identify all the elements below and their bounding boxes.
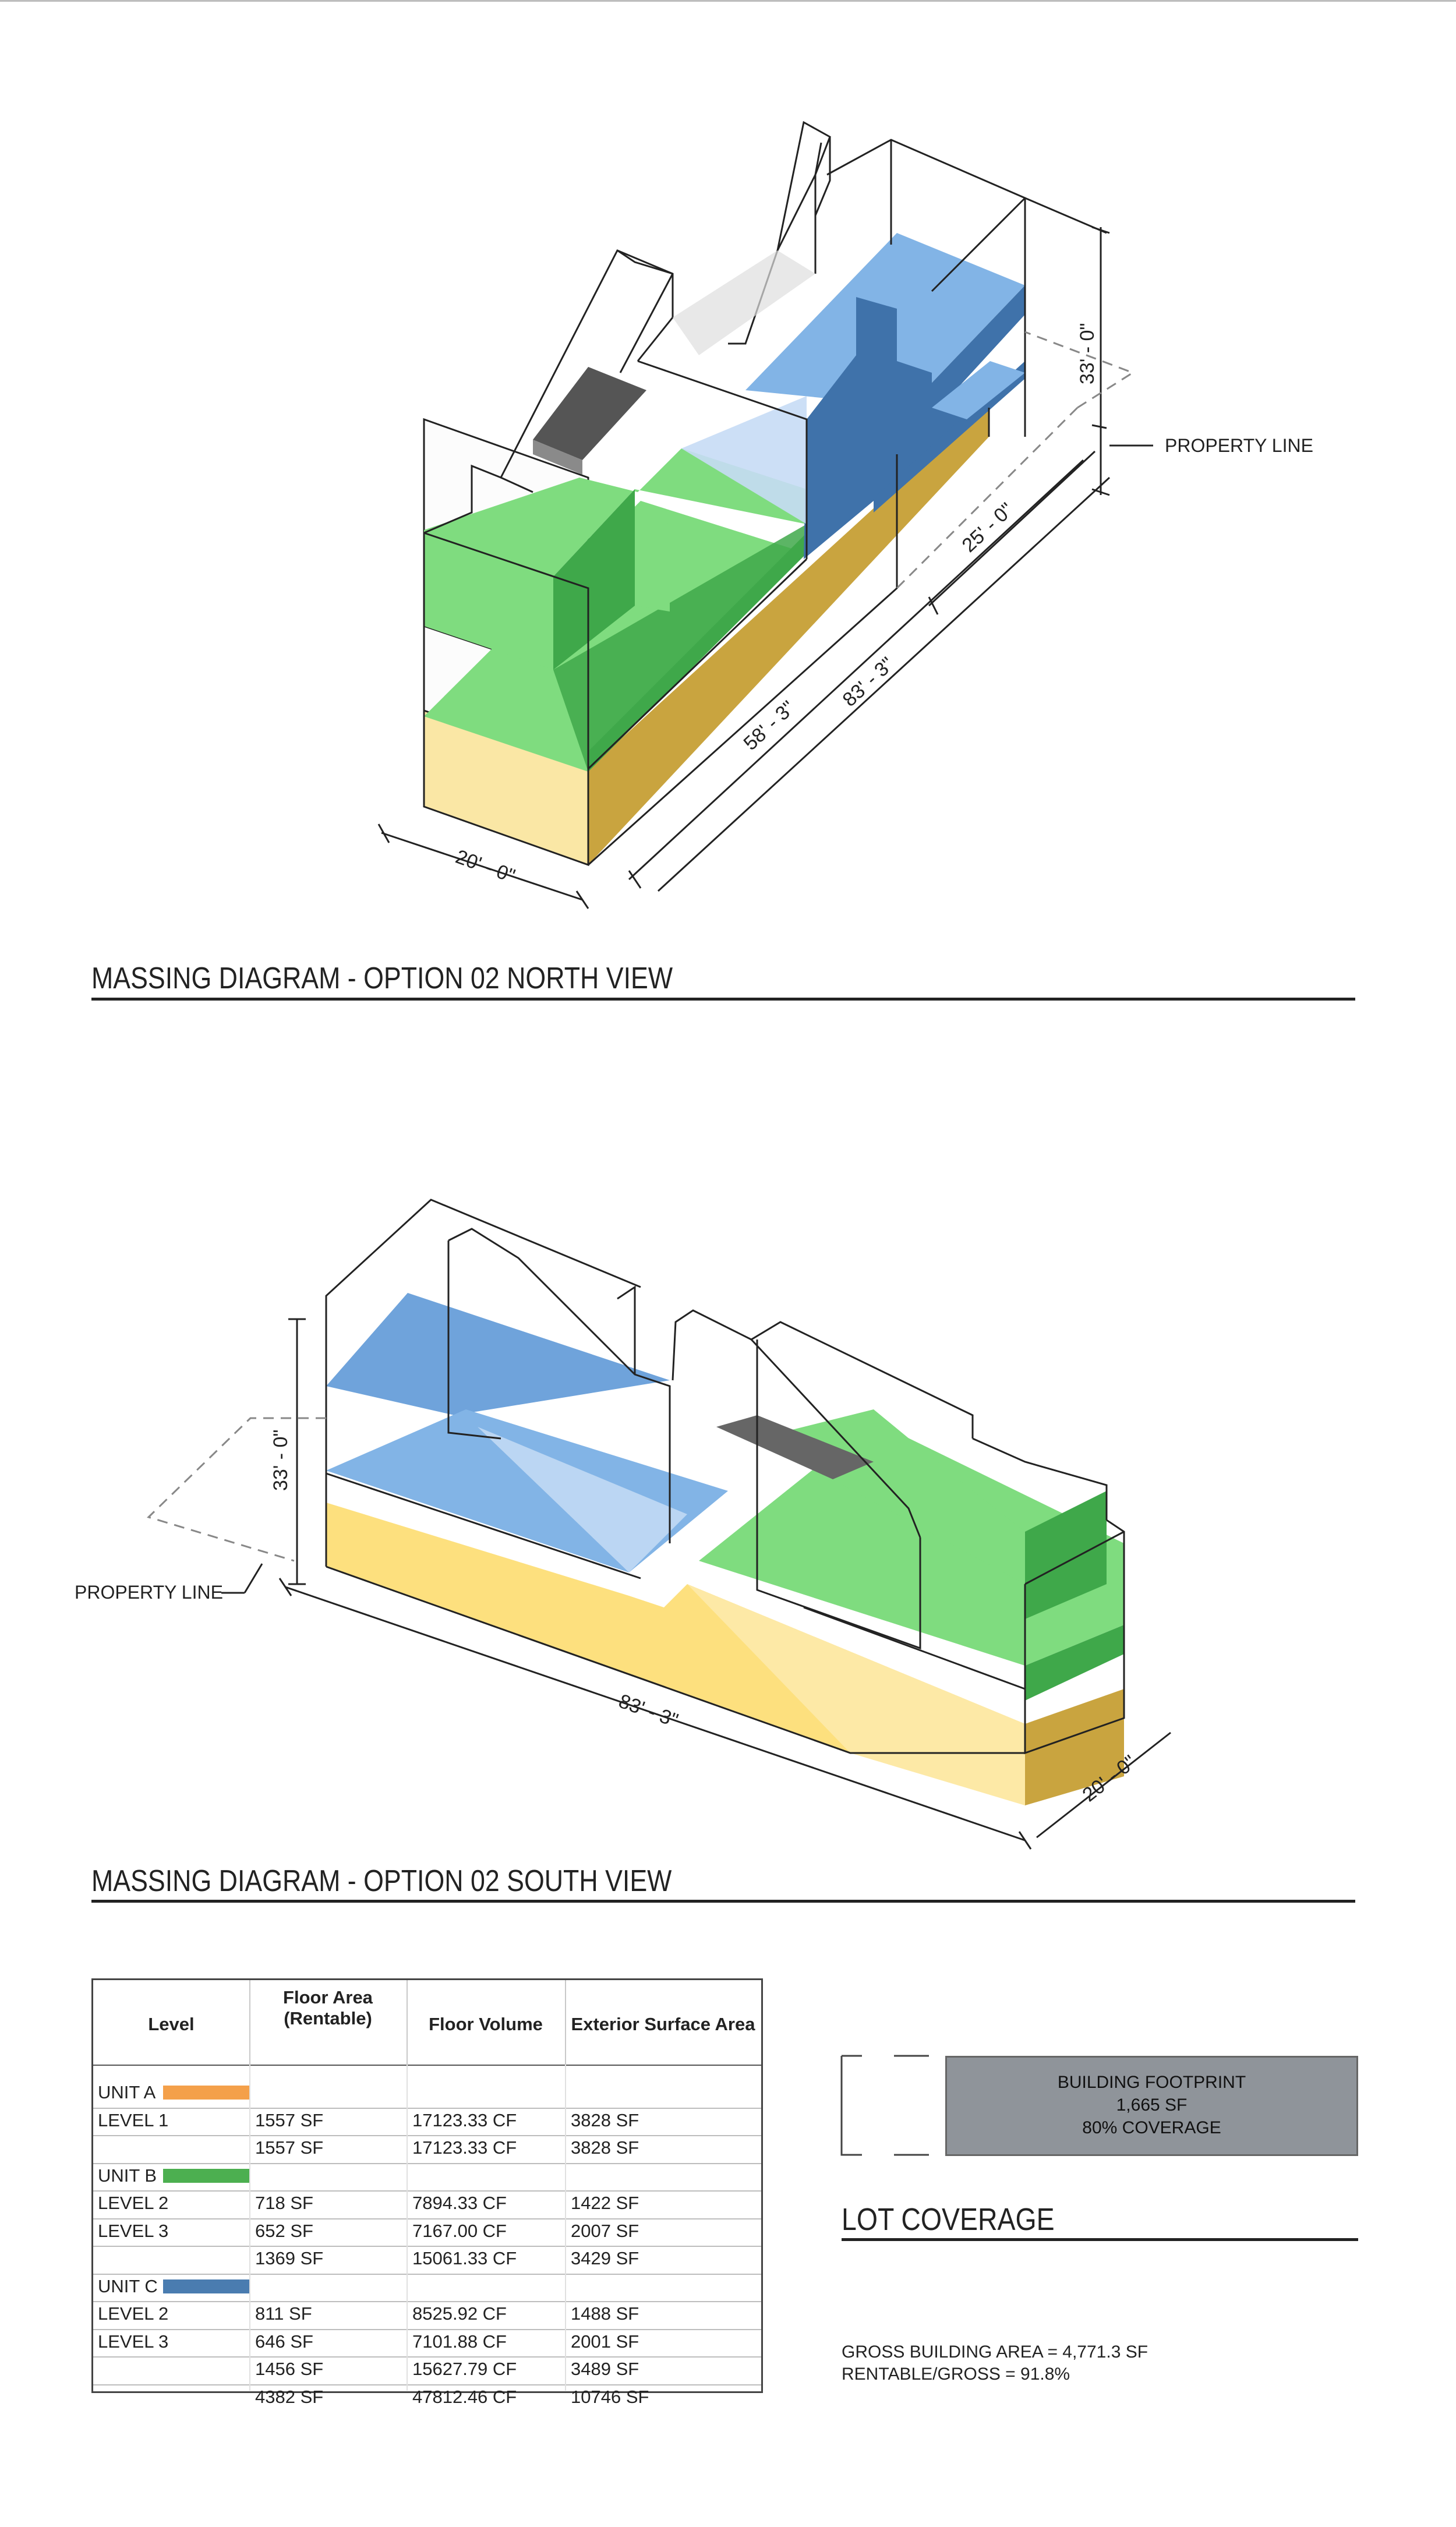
cell-surface: 3828 SF bbox=[571, 2109, 639, 2130]
cell-level: LEVEL 3 bbox=[98, 2331, 169, 2352]
unit-color-swatch bbox=[163, 2168, 250, 2183]
cell-volume: 15627.79 CF bbox=[412, 2359, 517, 2379]
cell-surface: 1422 SF bbox=[571, 2193, 639, 2213]
cell-surface: 2001 SF bbox=[571, 2331, 639, 2352]
top-border bbox=[0, 0, 1456, 2]
south-title-rule bbox=[91, 1900, 1355, 1903]
cell-area: 1557 SF bbox=[255, 2109, 324, 2130]
south-blue-slab-l3 bbox=[326, 1293, 670, 1415]
lot-coverage-rule bbox=[842, 2238, 1358, 2241]
cell-volume: 17123.33 CF bbox=[412, 2137, 517, 2158]
footprint-area: 1,665 SF bbox=[1116, 2095, 1188, 2115]
cell-volume: 7101.88 CF bbox=[412, 2331, 507, 2352]
cell-level: LEVEL 2 bbox=[98, 2303, 169, 2324]
cell-surface: 3828 SF bbox=[571, 2137, 639, 2158]
south-green-slab-l2 bbox=[699, 1421, 1124, 1666]
north-ground-side-gold bbox=[588, 403, 989, 865]
row-divider bbox=[93, 2107, 761, 2109]
footprint-label: BUILDING FOOTPRINT bbox=[1057, 2073, 1246, 2092]
south-view-diagram: 33' - 0" 83' - 3" 20' - 0" PROPERTY LINE bbox=[75, 1199, 1171, 1850]
cell-volume: 17123.33 CF bbox=[412, 2109, 517, 2130]
cell-level: UNIT A bbox=[98, 2082, 156, 2102]
row-divider bbox=[93, 2301, 761, 2302]
cell-area: 4382 SF bbox=[255, 2386, 324, 2407]
north-stair-dark bbox=[533, 367, 646, 460]
cell-volume: 7167.00 CF bbox=[412, 2220, 507, 2241]
north-green-slab-l3 bbox=[424, 448, 807, 670]
building-footprint-box: BUILDING FOOTPRINT 1,665 SF 80% COVERAGE bbox=[945, 2056, 1358, 2156]
column-divider bbox=[249, 2065, 250, 2391]
footprint-coverage: 80% COVERAGE bbox=[1082, 2118, 1221, 2137]
south-view-title: MASSING DIAGRAM - OPTION 02 SOUTH VIEW bbox=[91, 1864, 672, 1898]
cell-area: 811 SF bbox=[255, 2303, 312, 2324]
cell-area: 1557 SF bbox=[255, 2137, 324, 2158]
area-table: Level Floor Area (Rentable) Floor Volume… bbox=[91, 1978, 763, 2407]
row-divider bbox=[93, 2218, 761, 2219]
row-divider bbox=[93, 2190, 761, 2192]
north-ground-slab bbox=[424, 711, 588, 865]
cell-level: LEVEL 2 bbox=[98, 2193, 169, 2213]
rentable-gross-ratio: RENTABLE/GROSS = 91.8% bbox=[842, 2365, 1070, 2384]
cell-level: UNIT C bbox=[98, 2275, 158, 2296]
unit-color-swatch bbox=[163, 2279, 250, 2293]
row-divider bbox=[93, 2135, 761, 2136]
south-property-line: PROPERTY LINE bbox=[75, 1582, 223, 1603]
unit-color-swatch bbox=[163, 2086, 250, 2100]
cell-surface: 2007 SF bbox=[571, 2220, 639, 2241]
cell-volume: 8525.92 CF bbox=[412, 2303, 507, 2324]
cell-area: 1456 SF bbox=[255, 2359, 324, 2379]
row-divider bbox=[93, 2356, 761, 2358]
cell-surface: 3429 SF bbox=[571, 2248, 639, 2268]
header-level: Level bbox=[148, 2014, 195, 2034]
cell-surface: 10746 SF bbox=[571, 2386, 649, 2407]
cell-level: LEVEL 1 bbox=[98, 2109, 169, 2130]
south-dim-height: 33' - 0" bbox=[270, 1429, 292, 1491]
header-floor-volume: Floor Volume bbox=[429, 2014, 543, 2034]
lot-coverage-title: LOT COVERAGE bbox=[842, 2202, 1055, 2237]
header-floor-area: Floor Area (Rentable) bbox=[283, 1987, 373, 2028]
south-stair-dark bbox=[716, 1415, 874, 1479]
cell-area: 652 SF bbox=[255, 2220, 313, 2241]
cell-volume: 47812.46 CF bbox=[412, 2386, 517, 2407]
cell-level: UNIT B bbox=[98, 2165, 157, 2186]
gross-building-area: GROSS BUILDING AREA = 4,771.3 SF bbox=[842, 2342, 1148, 2362]
row-divider bbox=[93, 2384, 761, 2385]
row-divider bbox=[93, 2273, 761, 2275]
north-view-diagram: 20' - 0" 58' - 3" 83' - 3" 25' - 0" 33' … bbox=[377, 121, 1313, 909]
cell-area: 646 SF bbox=[255, 2331, 313, 2352]
cell-level: LEVEL 3 bbox=[98, 2220, 169, 2241]
column-divider bbox=[407, 2065, 408, 2391]
cell-surface: 3489 SF bbox=[571, 2359, 639, 2379]
cell-area: 718 SF bbox=[255, 2193, 313, 2213]
cell-surface: 1488 SF bbox=[571, 2303, 639, 2324]
cell-area: 1369 SF bbox=[255, 2248, 324, 2268]
cell-volume: 15061.33 CF bbox=[412, 2248, 517, 2268]
column-divider bbox=[565, 2065, 566, 2391]
north-title-rule bbox=[91, 998, 1355, 1001]
row-divider bbox=[93, 2162, 761, 2164]
north-view-title: MASSING DIAGRAM - OPTION 02 NORTH VIEW bbox=[91, 962, 673, 995]
cell-volume: 7894.33 CF bbox=[412, 2193, 507, 2213]
row-divider bbox=[93, 2246, 761, 2247]
row-divider bbox=[93, 2328, 761, 2330]
north-property-line: PROPERTY LINE bbox=[1165, 435, 1313, 456]
header-exterior-surface: Exterior Surface Area bbox=[571, 2014, 755, 2034]
north-dim-height: 33' - 0" bbox=[1076, 323, 1098, 384]
